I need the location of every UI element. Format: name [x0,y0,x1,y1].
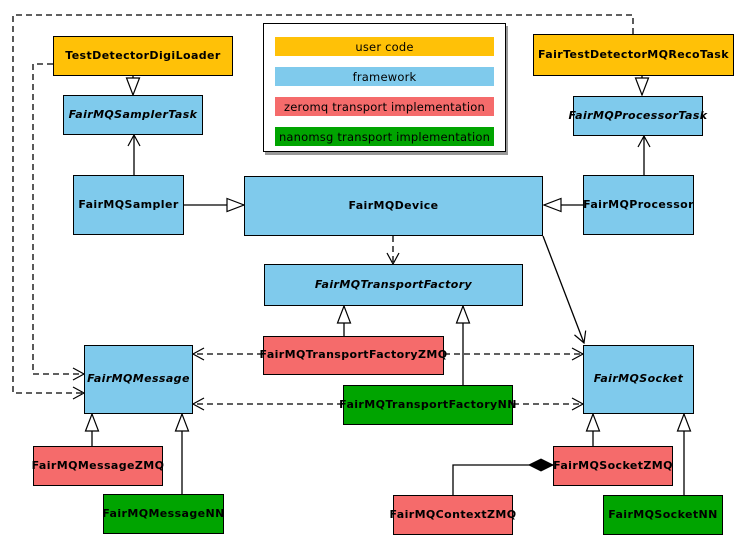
edge-testdetectordigiloader-depends-fairmqmessage [32,63,86,381]
node-fairmqmessagenn: FairMQMessageNN [102,494,224,534]
edge-fairtestdetectormqrecotask-depends-fairmqmessage [12,14,634,400]
node-fairmqtransportfactorynn: FairMQTransportFactoryNN [339,385,516,425]
node-fairmqmessage: FairMQMessage [84,345,193,414]
node-fairmqcontextzmq: FairMQContextZMQ [390,495,516,535]
node-fairmqsamplertask: FairMQSamplerTask [63,95,203,135]
legend-item-user-code: user code [275,37,494,56]
node-fairmqtransportfactory: FairMQTransportFactory [264,264,523,306]
legend-panel: user code framework zeromq transport imp… [263,23,506,152]
node-fairmqprocessor: FairMQProcessor [583,175,694,235]
legend-item-framework: framework [275,67,494,86]
edge-fairmqcontextzmq-composition-fairmqsocketzmq [452,465,553,495]
node-fairmqsocket: FairMQSocket [583,345,694,414]
edge-fairmqdevice-uses-fairmqsocket [542,235,587,345]
node-fairmqsampler: FairMQSampler [73,175,184,235]
legend-item-nanomsg: nanomsg transport implementation [275,127,494,146]
node-fairmqprocessortask: FairMQProcessorTask [569,96,707,136]
node-fairmqsocketnn: FairMQSocketNN [603,495,723,535]
node-fairtestdetectormqrecotask: FairTestDetectorMQRecoTask [533,34,734,76]
node-fairmqmessagezmq: FairMQMessageZMQ [32,446,164,486]
node-fairmqdevice: FairMQDevice [244,176,543,236]
node-fairmqsocketzmq: FairMQSocketZMQ [553,446,673,486]
node-fairmqtransportfactoryzmq: FairMQTransportFactoryZMQ [260,336,447,375]
node-testdetectordigiloader: TestDetectorDigiLoader [53,36,233,76]
legend-item-zeromq: zeromq transport implementation [275,97,494,116]
